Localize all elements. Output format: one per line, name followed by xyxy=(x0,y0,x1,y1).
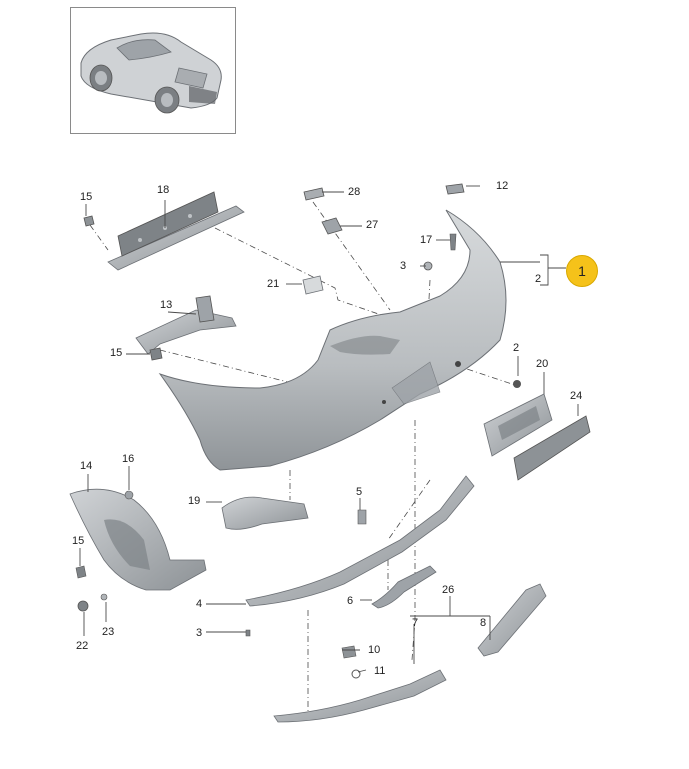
callout-15-middle[interactable]: 15 xyxy=(110,347,123,359)
callout-8[interactable]: 8 xyxy=(480,617,487,629)
callout-21[interactable]: 21 xyxy=(267,278,280,290)
callout-6[interactable]: 6 xyxy=(347,595,354,607)
car-illustration xyxy=(80,32,222,114)
callout-7[interactable]: 7 xyxy=(412,617,419,629)
part-23-nut xyxy=(100,593,108,601)
callout-15-top[interactable]: 15 xyxy=(80,191,93,203)
callout-16[interactable]: 16 xyxy=(122,453,135,465)
callout-19[interactable]: 19 xyxy=(188,495,201,507)
part-17-screw xyxy=(449,233,457,251)
callout-27[interactable]: 27 xyxy=(366,219,379,231)
part-24-plate-holder xyxy=(513,415,591,481)
callout-12[interactable]: 12 xyxy=(496,180,509,192)
callout-3-upper[interactable]: 3 xyxy=(400,260,407,272)
part-8-trim xyxy=(477,583,547,657)
callout-3-lower[interactable]: 3 xyxy=(196,627,203,639)
callout-20[interactable]: 20 xyxy=(536,358,549,370)
callout-5[interactable]: 5 xyxy=(356,486,363,498)
callout-1-highlight[interactable]: 1 xyxy=(566,255,598,287)
callout-15-bottom[interactable]: 15 xyxy=(72,535,85,547)
callout-13[interactable]: 13 xyxy=(160,299,173,311)
part-15-clip-c xyxy=(75,565,87,579)
callout-28[interactable]: 28 xyxy=(348,186,361,198)
part-13-bracket xyxy=(135,295,237,355)
part-10-clip xyxy=(341,645,357,659)
part-11-ring xyxy=(351,669,361,679)
part-16-clip xyxy=(124,490,134,500)
leader-lines xyxy=(79,185,579,673)
part-21-cap xyxy=(302,275,324,295)
part-18-mounting-rail xyxy=(107,191,245,271)
callout-24[interactable]: 24 xyxy=(570,390,583,402)
part-15-clip-a xyxy=(83,215,95,227)
assembly-guides xyxy=(89,201,516,718)
vehicle-thumbnail xyxy=(70,7,236,134)
part-19-deflector xyxy=(221,496,309,530)
part-12-clip xyxy=(445,183,465,195)
callout-22[interactable]: 22 xyxy=(76,640,89,652)
part-28-bracket xyxy=(303,187,325,201)
callout-14[interactable]: 14 xyxy=(80,460,93,472)
callout-23[interactable]: 23 xyxy=(102,626,115,638)
part-2-fastener xyxy=(513,380,521,388)
callout-2[interactable]: 2 xyxy=(535,273,542,285)
callout-11[interactable]: 11 xyxy=(374,665,386,677)
part-14-liner xyxy=(69,488,207,591)
callout-17[interactable]: 17 xyxy=(420,234,433,246)
callout-2-lower[interactable]: 2 xyxy=(513,342,520,354)
callout-26[interactable]: 26 xyxy=(442,584,455,596)
part-1-bumper-cover xyxy=(158,209,507,471)
part-7-diffuser xyxy=(273,669,447,723)
part-27-bracket xyxy=(321,217,343,235)
part-22-grommet xyxy=(77,600,89,612)
part-3-screw-lower xyxy=(245,629,251,637)
callout-4[interactable]: 4 xyxy=(196,598,203,610)
callout-18[interactable]: 18 xyxy=(157,184,170,196)
callout-10[interactable]: 10 xyxy=(368,644,381,656)
part-5-clip xyxy=(357,509,367,525)
part-15-clip-b xyxy=(149,347,163,361)
part-4-support xyxy=(245,475,475,607)
part-6-spoiler-left xyxy=(371,565,437,609)
